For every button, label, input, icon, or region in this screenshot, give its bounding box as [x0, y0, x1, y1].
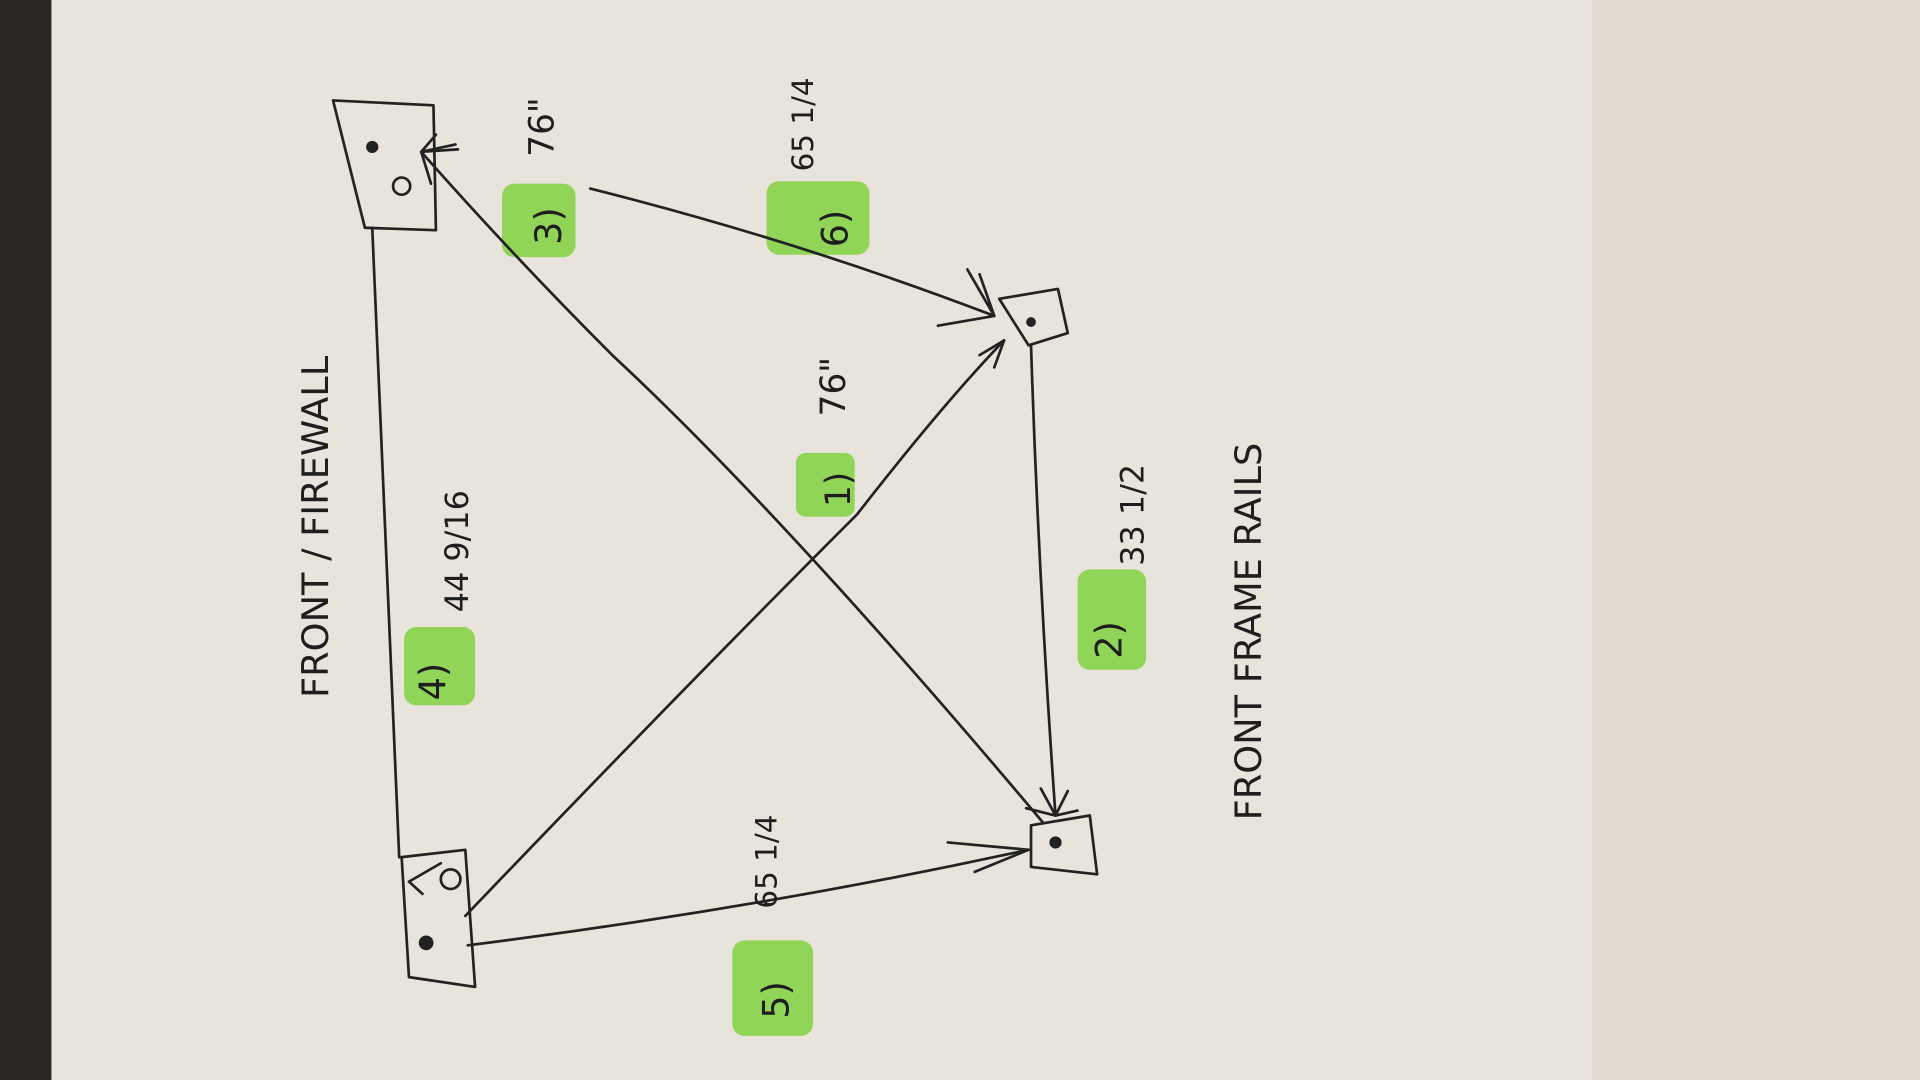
- point-rail-left: [1029, 814, 1099, 876]
- arrow-5: [946, 841, 1030, 874]
- arrow-2: [1024, 787, 1079, 817]
- measure-3-value: 76": [522, 97, 562, 156]
- measure-2-tag: 2): [1088, 621, 1131, 659]
- measure-2-value: 33 1/2: [1114, 464, 1152, 566]
- line-5: [466, 848, 1030, 947]
- measure-4-tag: 4): [412, 663, 455, 701]
- line-3: [419, 150, 1045, 825]
- measure-5-value: 65 1/4: [749, 815, 783, 909]
- highlight-6: [766, 181, 870, 255]
- measure-3-tag: 3): [527, 207, 570, 245]
- highlight-2: [1077, 569, 1147, 670]
- highlight-3: [502, 183, 576, 258]
- measure-1-value: 76": [814, 357, 854, 416]
- measure-6-tag: 6): [813, 210, 856, 248]
- measure-4-value: 44 9/16: [438, 490, 476, 612]
- line-6: [588, 187, 996, 318]
- measure-6-value: 65 1/4: [786, 77, 820, 171]
- highlight-4: [404, 626, 476, 706]
- point-rail-right: [997, 287, 1070, 347]
- label-front-frame-rails: FRONT FRAME RAILS: [1227, 443, 1270, 821]
- arrow-1: [978, 339, 1006, 369]
- line-1: [463, 339, 1006, 918]
- line-2: [1029, 343, 1057, 817]
- measure-1-tag: 1): [819, 472, 859, 507]
- highlight-1: [795, 453, 855, 517]
- paper-shade: [1591, 0, 1920, 1080]
- line-4: [370, 226, 401, 859]
- measure-5-tag: 5): [755, 981, 798, 1019]
- point-firewall-left: [400, 848, 477, 989]
- arrow-3: [419, 133, 460, 186]
- highlight-5: [732, 940, 814, 1036]
- arrow-6: [936, 268, 996, 328]
- point-firewall-right: [331, 99, 438, 232]
- title-front-firewall: FRONT / FIREWALL: [294, 355, 337, 698]
